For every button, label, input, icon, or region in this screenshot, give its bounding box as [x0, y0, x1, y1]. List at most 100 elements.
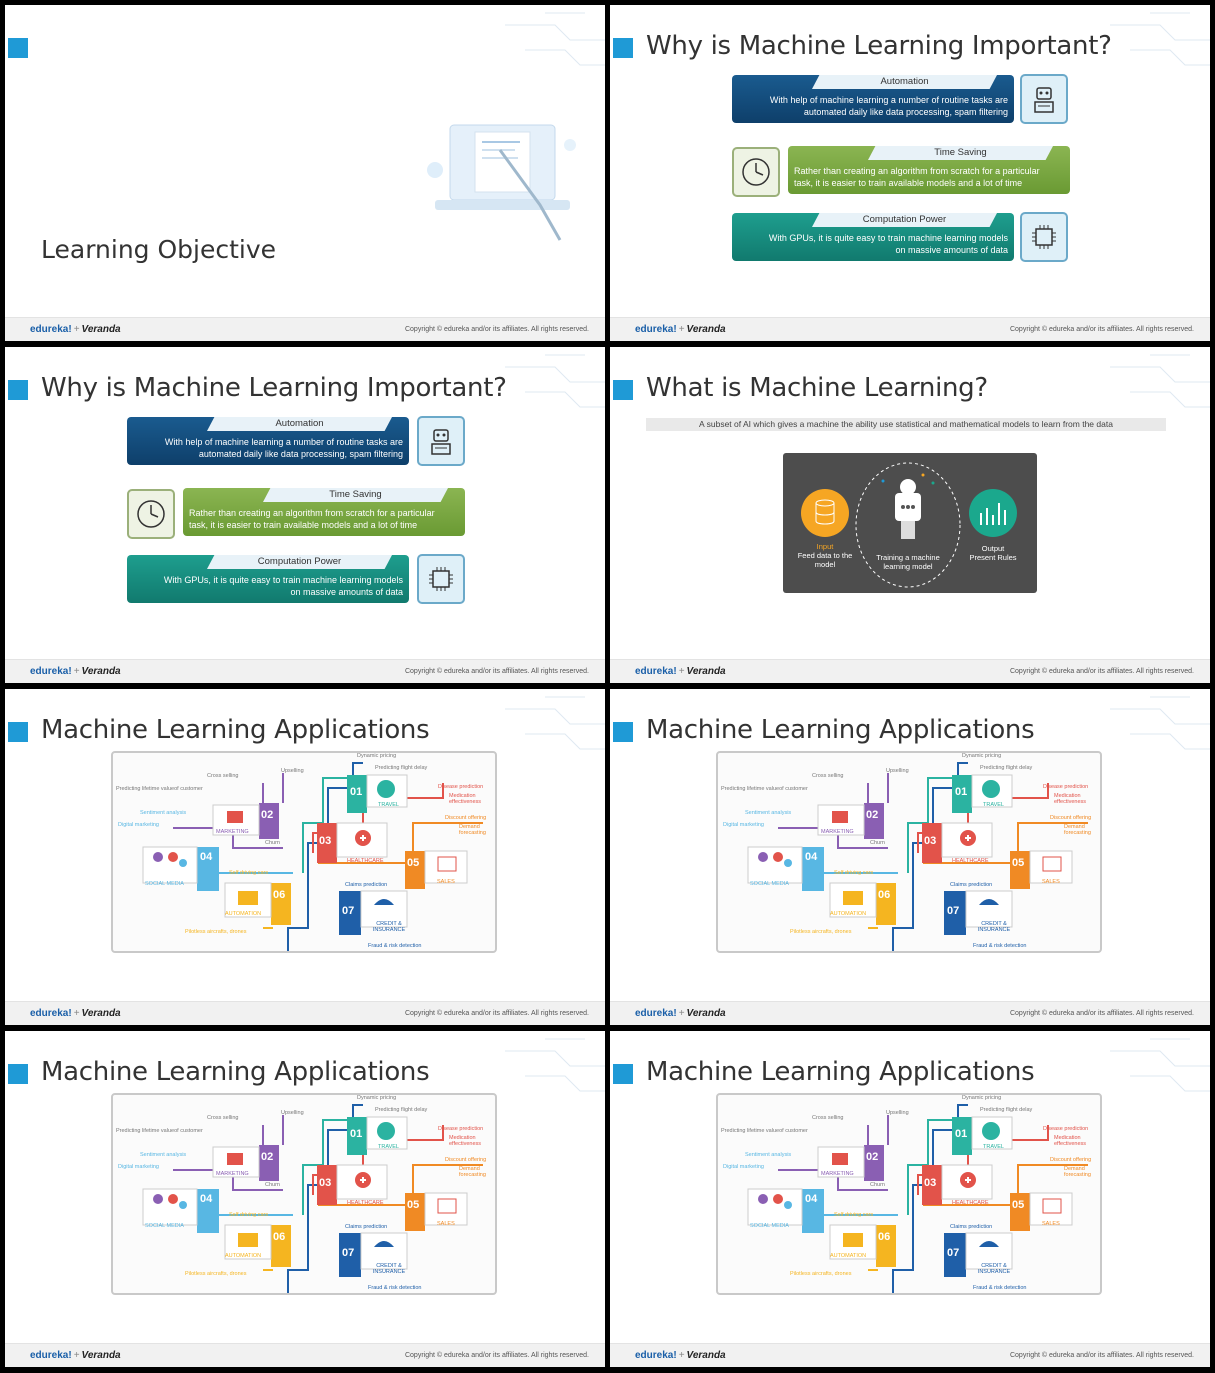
category-label: CREDIT & INSURANCE [977, 1263, 1011, 1275]
app-label: Dynamic pricing [357, 753, 397, 759]
umbrella-icon [374, 899, 394, 905]
footer-brand: edureka!+Veranda [30, 666, 121, 677]
title-marker [8, 38, 28, 58]
category-label: MARKETING [821, 1171, 854, 1177]
circuit-decoration-icon [505, 354, 605, 408]
slide-ml-applications-3[interactable]: Machine Learning Applications [5, 1031, 605, 1367]
input-caption: Input Feed data to the model [797, 542, 853, 569]
app-label: Pilotless aircrafts, drones [790, 929, 852, 935]
slide-footer: edureka!+Veranda Copyright © edureka and… [610, 1001, 1210, 1025]
category-number: 02 [866, 809, 879, 821]
slide-title: Learning Objective [41, 235, 277, 264]
category-label: TRAVEL [378, 802, 399, 808]
app-label: Discount offering [1050, 815, 1092, 821]
app-label: Discount offering [445, 815, 487, 821]
footer-copyright: Copyright © edureka and/or its affiliate… [1009, 668, 1194, 675]
slide-ml-applications-1[interactable]: Machine Learning Applications [5, 689, 605, 1025]
footer-copyright: Copyright © edureka and/or its affiliate… [1009, 326, 1194, 333]
app-label: Cross selling [207, 1115, 239, 1121]
people-network-icon [153, 852, 163, 862]
training-caption: Training a machine learning model [876, 553, 940, 571]
category-number: 01 [955, 1128, 968, 1140]
category-label: MARKETING [821, 829, 854, 835]
slide-title: Machine Learning Applications [41, 715, 430, 745]
footer-copyright: Copyright © edureka and/or its affiliate… [404, 326, 589, 333]
category-number: 03 [924, 835, 937, 847]
app-label: Predicting lifetime valueof customer [116, 786, 203, 792]
category-number: 04 [805, 1193, 818, 1205]
category-label: SOCIAL MEDIA [145, 1223, 184, 1229]
app-label: Claims prediction [345, 882, 388, 888]
app-label: Demand forecasting [459, 1166, 486, 1178]
app-label: Digital marketing [723, 1164, 764, 1170]
slide-ml-applications-4[interactable]: Machine Learning Applications [610, 1031, 1210, 1367]
category-label: CREDIT & INSURANCE [977, 921, 1011, 933]
clock-icon [732, 147, 780, 197]
category-label: AUTOMATION [225, 1253, 262, 1259]
app-label: Self driving cars [229, 1212, 269, 1218]
app-label: Pilotless aircrafts, drones [185, 1271, 247, 1277]
app-label: Predicting lifetime valueof customer [721, 786, 808, 792]
circuit-decoration-icon [1110, 696, 1210, 750]
airplane-icon [377, 1122, 395, 1140]
category-label: TRAVEL [378, 1144, 399, 1150]
laptop-icon [832, 1153, 848, 1165]
category-number: 02 [261, 809, 274, 821]
factory-icon [238, 891, 258, 905]
category-number: 04 [200, 851, 213, 863]
slide-why-ml-important-a[interactable]: Why is Machine Learning Important? Autom… [610, 5, 1210, 341]
app-label: Predicting flight delay [375, 1107, 428, 1113]
card-text: With help of machine learning a number o… [769, 95, 1008, 117]
category-number: 04 [200, 1193, 213, 1205]
shop-icon [1042, 1198, 1062, 1214]
slide-ml-applications-2[interactable]: Machine Learning Applications [610, 689, 1210, 1025]
category-label: SALES [1042, 1221, 1060, 1227]
app-label: Medication effectiveness [1054, 1135, 1087, 1147]
slide-title: Why is Machine Learning Important? [41, 373, 507, 403]
footer-copyright: Copyright © edureka and/or its affiliate… [404, 668, 589, 675]
database-icon [801, 489, 849, 537]
category-label: CREDIT & INSURANCE [372, 1263, 406, 1275]
category-label: MARKETING [216, 829, 249, 835]
footer-copyright: Copyright © edureka and/or its affiliate… [1009, 1010, 1194, 1017]
title-marker [613, 380, 633, 400]
shop-icon [1042, 856, 1062, 872]
app-label: Disease prediction [1043, 1126, 1089, 1132]
slide-what-is-ml[interactable]: What is Machine Learning? A subset of AI… [610, 347, 1210, 683]
category-number: 05 [407, 1199, 420, 1211]
card-text: With help of machine learning a number o… [164, 437, 403, 459]
category-number: 06 [878, 1231, 891, 1243]
app-label: Self driving cars [229, 870, 269, 876]
app-label: Sentiment analysis [140, 810, 187, 816]
footer-brand: edureka!+Veranda [30, 324, 121, 335]
category-number: 02 [261, 1151, 274, 1163]
card-label: Automation [207, 417, 392, 431]
category-number: 07 [342, 905, 355, 917]
factory-icon [238, 1233, 258, 1247]
category-label: AUTOMATION [830, 1253, 867, 1259]
circuit-decoration-icon [1110, 354, 1210, 408]
app-label: Predicting lifetime valueof customer [721, 1128, 808, 1134]
ml-applications-map: 01 02 03 04 05 06 07 TRAVEL MARKETING HE… [716, 1093, 1102, 1295]
footer-copyright: Copyright © edureka and/or its affiliate… [404, 1010, 589, 1017]
ml-applications-map: 01 02 03 04 05 06 07 TRAVEL MARKETING HE… [111, 751, 497, 953]
category-number: 01 [350, 786, 363, 798]
category-label: TRAVEL [983, 802, 1004, 808]
footer-brand: edureka!+Veranda [635, 666, 726, 677]
app-label: Dynamic pricing [357, 1095, 397, 1101]
app-label: Self driving cars [834, 1212, 874, 1218]
app-label: Sentiment analysis [745, 1152, 792, 1158]
card-text: Rather than creating an algorithm from s… [189, 508, 435, 530]
card-time-saving: Time Saving Rather than creating an algo… [788, 146, 1070, 194]
app-label: Dynamic pricing [962, 1095, 1002, 1101]
slide-why-ml-important-b[interactable]: Why is Machine Learning Important? Autom… [5, 347, 605, 683]
circuit-decoration-icon [505, 1038, 605, 1092]
ml-definition: A subset of AI which gives a machine the… [646, 418, 1166, 431]
card-label: Automation [812, 75, 997, 89]
slide-title: Why is Machine Learning Important? [646, 31, 1112, 61]
category-label: SALES [437, 1221, 455, 1227]
slide-footer: edureka!+Veranda Copyright © edureka and… [610, 659, 1210, 683]
slide-learning-objective[interactable]: Learning Objective edureka!+Veranda Copy… [5, 5, 605, 341]
category-label: SOCIAL MEDIA [750, 1223, 789, 1229]
